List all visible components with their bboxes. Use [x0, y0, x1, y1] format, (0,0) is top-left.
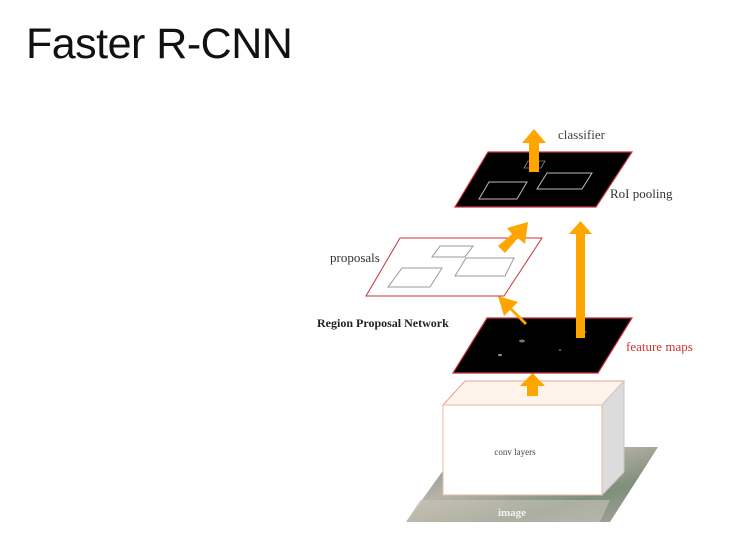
conv-layers-label: conv layers: [494, 447, 536, 457]
proposals-label: proposals: [330, 250, 380, 265]
arrow-rpn-to-proposals: [498, 296, 527, 330]
roi-pooling-layer: [453, 151, 634, 208]
proposals-layer: [365, 237, 543, 297]
roi-pooling-label: RoI pooling: [610, 186, 673, 201]
image-label: image: [498, 507, 526, 519]
proposal-box: [454, 257, 515, 277]
slide-title: Faster R-CNN: [26, 20, 293, 68]
rpn-label: Region Proposal Network: [317, 316, 449, 330]
arrow-conv-to-feature-maps: [520, 373, 545, 396]
proposal-box: [387, 267, 443, 288]
proposal-box: [431, 245, 474, 258]
arrow-proposals-to-roi-pooling: [498, 222, 528, 253]
arrow-feature-maps-to-roi-pooling: [569, 221, 592, 338]
conv-layers-box: conv layers: [441, 379, 626, 497]
feature-maps-label: feature maps: [626, 339, 693, 354]
arrow-roi-pooling-to-classifier: [522, 129, 546, 172]
classifier-label: classifier: [558, 127, 606, 142]
feature-maps-layer: [451, 317, 634, 374]
